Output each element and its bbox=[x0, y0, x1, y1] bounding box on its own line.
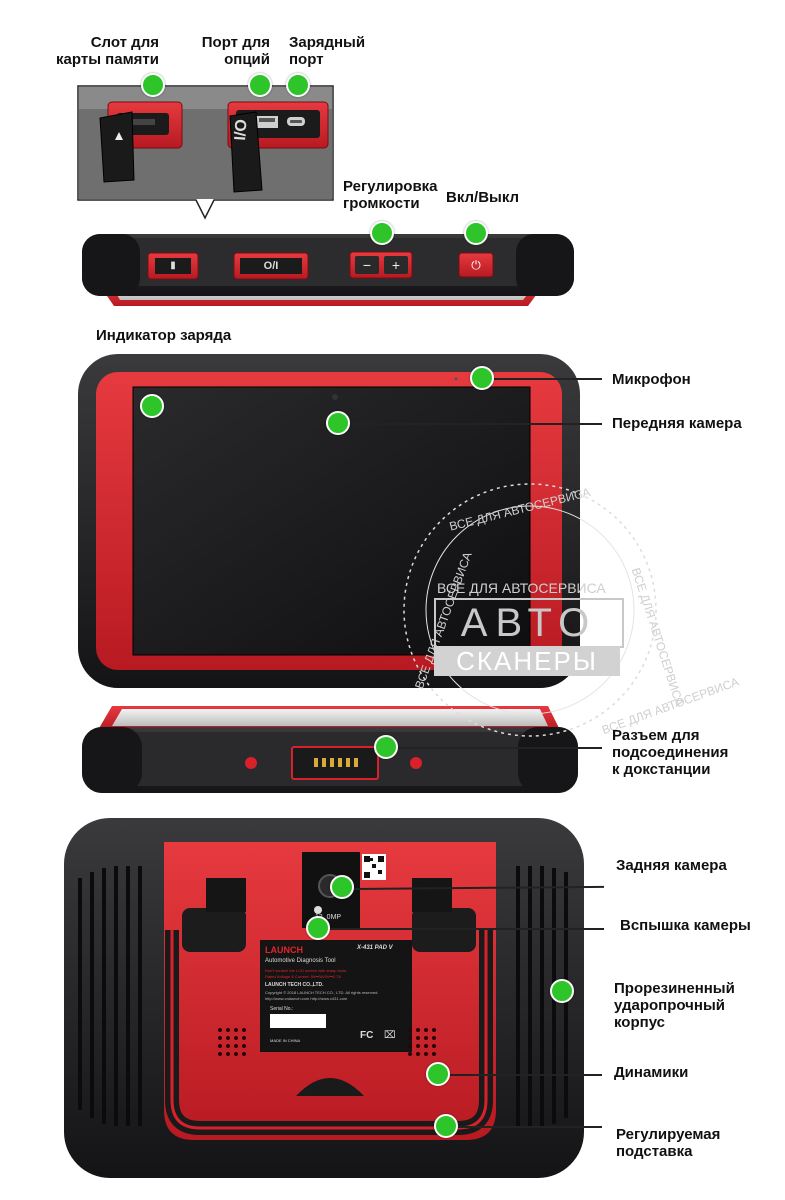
label-rear-camera: Задняя камера bbox=[616, 857, 727, 874]
power-icon: ⏻ bbox=[471, 258, 481, 272]
label-stand: Регулируемая подставка bbox=[616, 1126, 721, 1160]
weee-bin-icon: ⌧ bbox=[384, 1030, 396, 1041]
plate-rated: Rated Voltage & Current: 5V⎓3A/9V⎓2.7A bbox=[265, 974, 341, 979]
label-memory-card-slot: Слот для карты памяти bbox=[56, 34, 159, 68]
label-rubber-case: Прорезиненный ударопрочный корпус bbox=[614, 980, 735, 1031]
plate-serial: Serial No.: bbox=[270, 1006, 294, 1012]
options-port-marker bbox=[248, 73, 272, 97]
watermark-logo-bottom: СКАНЕРЫ bbox=[434, 646, 620, 676]
label-camera-flash: Вспышка камеры bbox=[620, 917, 751, 934]
front-view bbox=[78, 354, 580, 688]
volume-up-icon: + bbox=[391, 257, 401, 273]
ports-inset bbox=[77, 85, 334, 220]
plate-brand: LAUNCH bbox=[265, 945, 303, 955]
sd-card-icon bbox=[115, 132, 123, 140]
camera-flash-marker bbox=[306, 916, 330, 940]
volume-down-icon: − bbox=[362, 257, 372, 273]
speakers-leader-line bbox=[438, 1074, 602, 1076]
plate-model: X-431 PAD V bbox=[357, 945, 393, 951]
label-power: Вкл/Выкл bbox=[446, 189, 520, 206]
label-volume: Регулировка громкости bbox=[343, 178, 438, 212]
label-speakers: Динамики bbox=[614, 1064, 689, 1081]
rubber-case-marker bbox=[550, 979, 574, 1003]
watermark-logo-top: АВТО bbox=[434, 598, 624, 648]
fc-mark: FC bbox=[360, 1030, 374, 1041]
stand-marker bbox=[434, 1114, 458, 1138]
volume-marker bbox=[370, 221, 394, 245]
io-tab-label: I/O bbox=[232, 118, 251, 142]
plate-urls: http://www.cnlaunch.com http://www.x431.… bbox=[265, 996, 348, 1001]
dock-leader-line bbox=[386, 747, 602, 749]
label-dock-connector: Разъем для подсоединения к докстанции bbox=[612, 727, 729, 778]
stand-leader-line bbox=[446, 1126, 602, 1128]
front-camera-marker bbox=[326, 411, 350, 435]
sd-card-slot-icon: ▮ bbox=[170, 260, 176, 271]
memory-card-slot-marker bbox=[141, 73, 165, 97]
plate-copyright: Copyright © 2018 LAUNCH TECH CO., LTD. A… bbox=[265, 990, 379, 995]
label-options-port: Порт для опций bbox=[201, 34, 270, 68]
watermark-ring bbox=[403, 483, 657, 737]
microphone-leader-line bbox=[482, 378, 602, 380]
plate-subtitle: Automotive Diagnosis Tool bbox=[265, 958, 336, 964]
plate-warning: Don't scratch the LCD screen with sharp … bbox=[265, 968, 348, 973]
label-front-camera: Передняя камера bbox=[612, 415, 742, 432]
charge-indicator-marker bbox=[140, 394, 164, 418]
charging-port-marker bbox=[286, 73, 310, 97]
back-view bbox=[64, 818, 584, 1178]
plate-made-in: MADE IN CHINA bbox=[270, 1038, 301, 1043]
top-edge-view bbox=[82, 234, 574, 306]
watermark-inner-ring bbox=[425, 505, 635, 715]
flash-leader-line bbox=[318, 928, 604, 930]
label-charge-indicator: Индикатор заряда bbox=[96, 327, 232, 344]
power-key-label: O/I bbox=[263, 260, 279, 272]
camera-mp-label: 13. 0MP bbox=[315, 914, 342, 921]
power-marker bbox=[464, 221, 488, 245]
rear-camera-marker bbox=[330, 875, 354, 899]
watermark-tagline: ВСЕ ДЛЯ АВТОСЕРВИСА bbox=[437, 580, 606, 596]
dock-connector-marker bbox=[374, 735, 398, 759]
microphone-marker bbox=[470, 366, 494, 390]
plate-company: LAUNCH TECH CO.,LTD. bbox=[265, 982, 324, 988]
bottom-edge-view bbox=[82, 706, 578, 793]
front-camera-leader-line bbox=[338, 423, 602, 425]
front-camera-lens bbox=[332, 394, 338, 400]
speakers-marker bbox=[426, 1062, 450, 1086]
label-charging-port: Зарядный порт bbox=[289, 34, 366, 68]
label-microphone: Микрофон bbox=[612, 371, 691, 388]
